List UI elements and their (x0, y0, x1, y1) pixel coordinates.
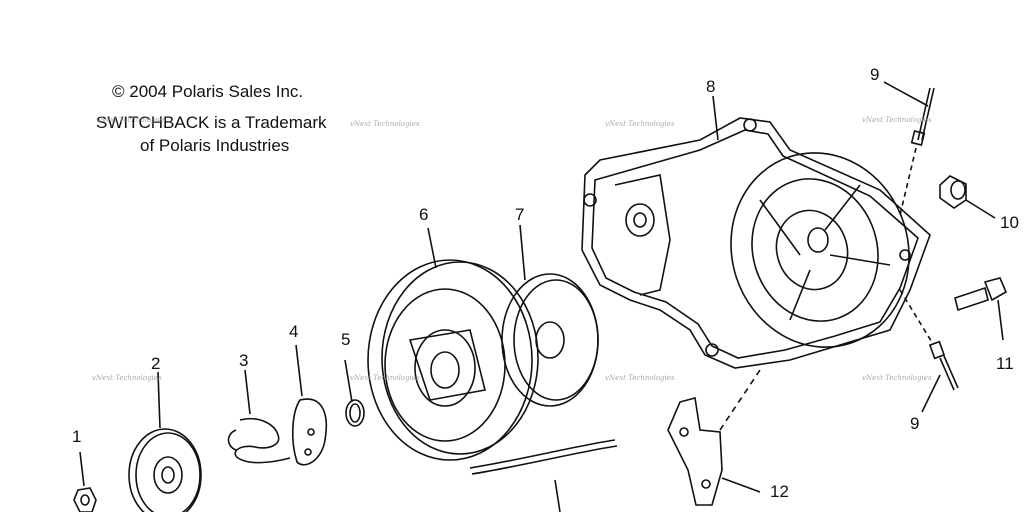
callout-7: 7 (515, 205, 525, 224)
callout-2: 2 (151, 354, 161, 373)
copyright-line-3: of Polaris Industries (140, 136, 290, 155)
spring-part-5 (344, 359, 365, 427)
callout-10: 10 (1000, 213, 1019, 232)
leader-6 (427, 227, 437, 269)
watermark: vNext Technologies (350, 120, 420, 128)
watermark: vNext Technologies (96, 116, 166, 124)
watermark: vNext Technologies (862, 374, 932, 382)
watermark: vNext Technologies (92, 374, 162, 382)
callout-11: 11 (996, 354, 1014, 373)
bracket-part-12 (667, 369, 761, 506)
bushing-part-10 (939, 175, 996, 219)
copyright-line-2: SWITCHBACK is a Trademark (96, 113, 327, 132)
callout-9-lower: 9 (910, 414, 920, 433)
callout-1: 1 (72, 427, 82, 446)
pin-part-9-lower (899, 289, 959, 413)
watermark: vNext Technologies (862, 116, 932, 124)
callout-8: 8 (706, 77, 716, 96)
copyright-line-1: © 2004 Polaris Sales Inc. (112, 82, 304, 101)
watermark: vNext Technologies (350, 374, 420, 382)
starter-rope (469, 439, 618, 512)
clip-part-3 (227, 369, 291, 464)
bolt-part-11 (954, 277, 1008, 341)
washer-part-2 (128, 371, 202, 512)
pin-part-9-upper (883, 81, 935, 216)
callout-12: 12 (770, 482, 789, 501)
callout-6: 6 (419, 205, 429, 224)
callout-5: 5 (341, 330, 351, 349)
rope-pulley-part-6 (367, 259, 539, 461)
nut-part-1 (73, 451, 97, 512)
watermark: vNext Technologies (605, 374, 675, 382)
callout-4: 4 (289, 322, 299, 341)
leader-7 (519, 224, 526, 281)
recoil-housing-part-8 (581, 117, 931, 369)
recoil-spring-part-7 (501, 273, 599, 407)
leader-8 (712, 95, 719, 141)
callout-3: 3 (239, 351, 249, 370)
pawl-part-4 (291, 344, 327, 466)
watermark: vNext Technologies (605, 120, 675, 128)
callout-9-upper: 9 (870, 65, 880, 84)
